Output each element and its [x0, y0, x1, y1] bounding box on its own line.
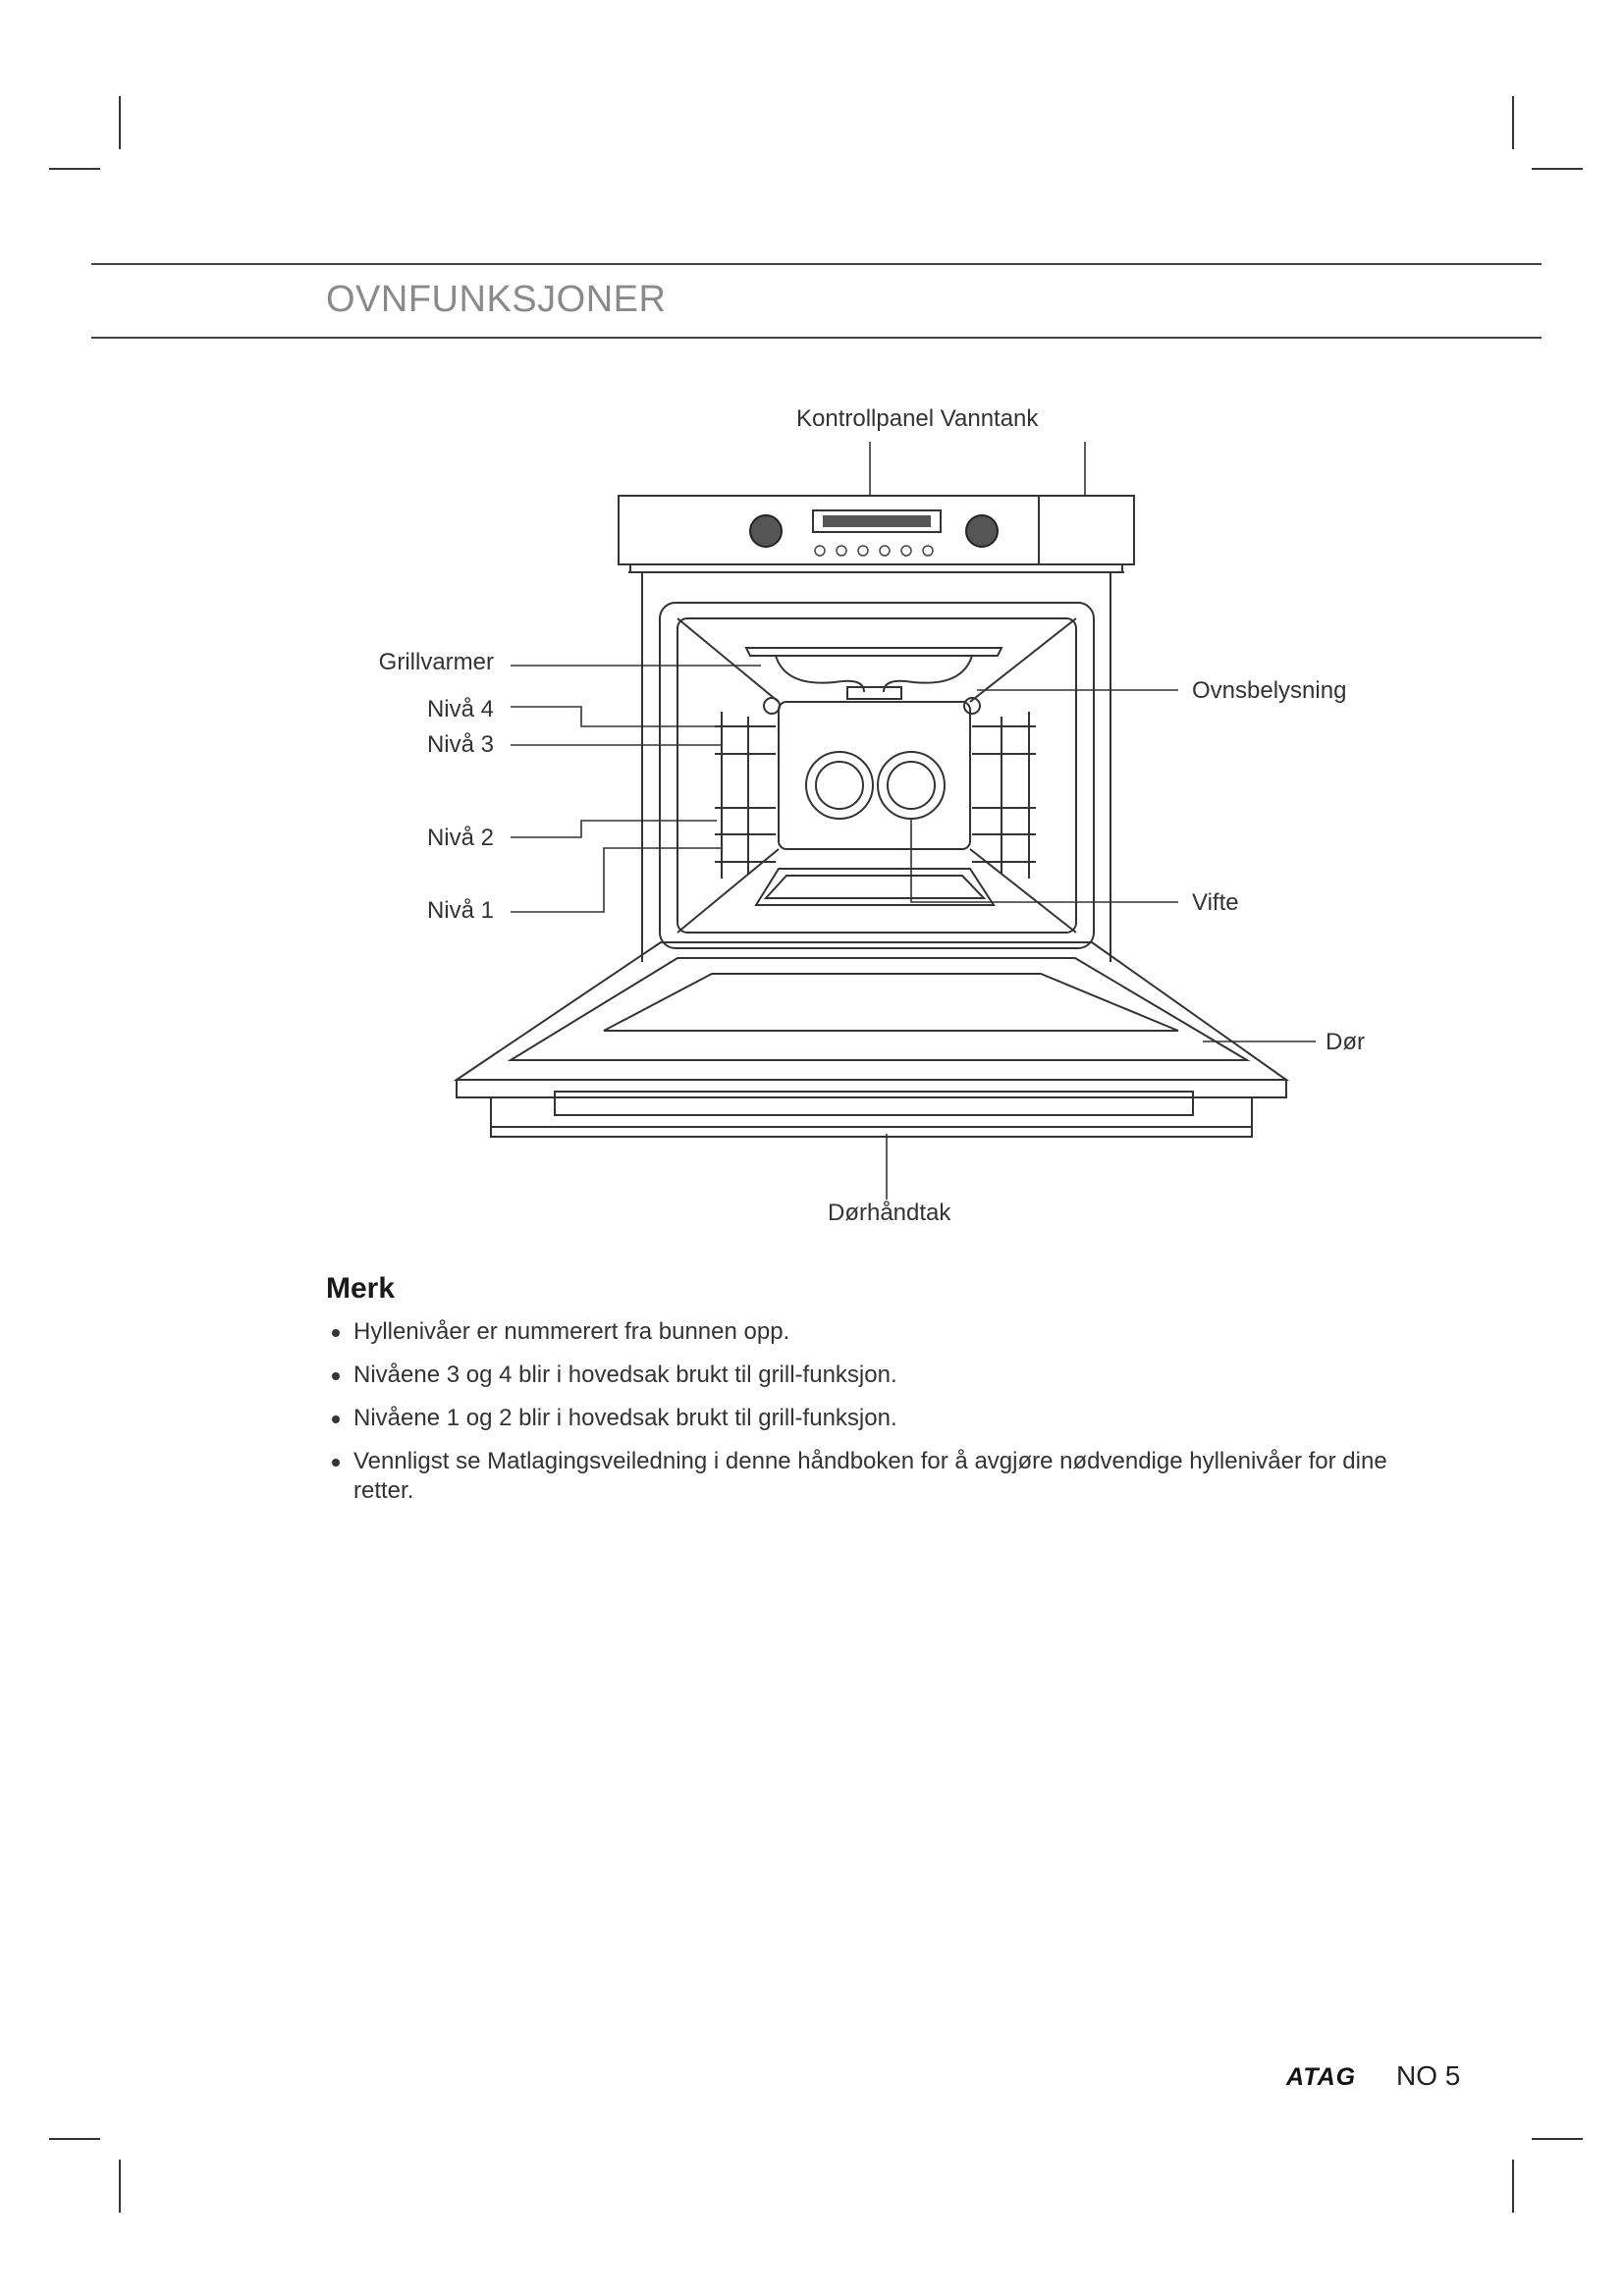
- label-fan: Vifte: [1192, 889, 1239, 917]
- label-level-2: Nivå 2: [295, 825, 494, 852]
- note-list: Hyllenivåer er nummerert fra bunnen opp.…: [326, 1317, 1406, 1520]
- label-control-panel-water-tank: Kontrollpanel Vanntank: [796, 405, 1038, 433]
- leader-level1: [511, 848, 722, 912]
- lamp-left: [764, 698, 780, 714]
- label-door-handle: Dørhåndtak: [828, 1200, 950, 1227]
- label-door: Dør: [1326, 1029, 1365, 1056]
- list-item: Vennligst se Matlagingsveiledning i denn…: [326, 1447, 1406, 1506]
- knob-right: [966, 515, 998, 547]
- crop-mark: [1512, 2160, 1514, 2213]
- leader-level4: [511, 707, 717, 726]
- oven-diagram: [0, 0, 1624, 1247]
- leader-fan: [911, 819, 1178, 902]
- crop-mark: [119, 2160, 121, 2213]
- grill-heater: [746, 648, 1001, 656]
- list-item: Nivåene 3 og 4 blir i hovedsak brukt til…: [326, 1361, 1406, 1390]
- brand-logo: ATAG: [1286, 2063, 1356, 2092]
- label-grill-heater: Grillvarmer: [295, 649, 494, 676]
- knob-left: [750, 515, 782, 547]
- label-level-4: Nivå 4: [295, 696, 494, 723]
- page-number: NO 5: [1396, 2060, 1460, 2092]
- crop-mark: [1532, 2138, 1583, 2140]
- list-item: Hyllenivåer er nummerert fra bunnen opp.: [326, 1317, 1406, 1347]
- label-oven-light: Ovnsbelysning: [1192, 677, 1346, 705]
- label-level-1: Nivå 1: [295, 897, 494, 925]
- note-title: Merk: [326, 1272, 395, 1306]
- control-panel: [619, 496, 1134, 564]
- leader-level2: [511, 821, 717, 837]
- door-handle: [555, 1092, 1193, 1115]
- label-level-3: Nivå 3: [295, 731, 494, 759]
- list-item: Nivåene 1 og 2 blir i hovedsak brukt til…: [326, 1404, 1406, 1433]
- crop-mark: [49, 2138, 100, 2140]
